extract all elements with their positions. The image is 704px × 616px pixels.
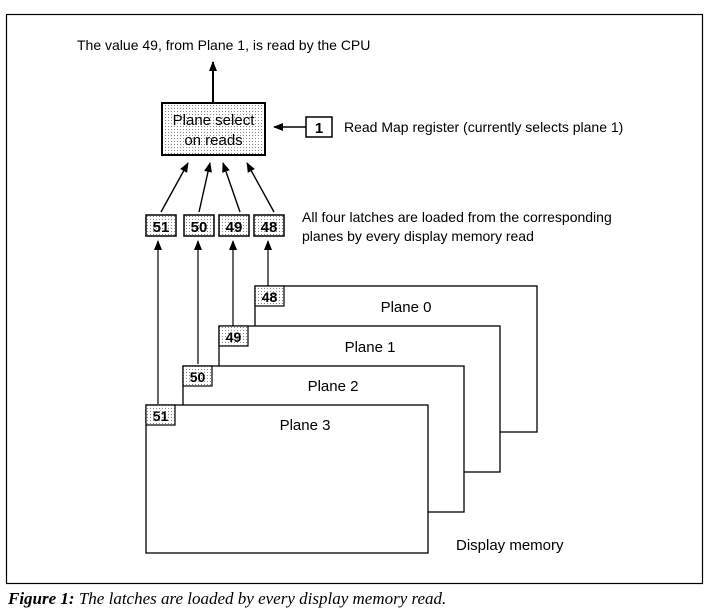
latch-48: 48 [253,214,285,237]
caption-label: Figure 1: [7,589,75,608]
latch-description-line1: All four latches are loaded from the cor… [302,209,612,225]
plane-select-line1: Plane select [173,112,256,129]
latch-48-value: 48 [261,219,278,236]
latch-49-to-select-arrow [222,162,241,213]
latch-description-line2: planes by every display memory read [302,228,534,244]
latch-49: 49 [218,214,250,237]
read-map-register-box: 1 [305,116,333,138]
plane-1-tag-value: 49 [226,329,242,345]
plane-3-tag-value: 51 [153,408,169,424]
plane-3: 51 Plane 3 [145,404,429,554]
latch-51-to-select-arrow [160,162,189,213]
plane-3-tag [145,404,176,426]
plane-1-tag [218,325,249,347]
latch-50: 50 [183,214,215,237]
plane-0-label: Plane 0 [381,299,432,316]
display-memory-label: Display memory [456,537,564,554]
latch-48-to-select-arrow [246,162,275,213]
latch-49-value: 49 [226,219,243,236]
caption-text: The latches are loaded by every display … [75,589,447,608]
plane-3-label: Plane 3 [280,417,331,434]
cpu-read-label: The value 49, from Plane 1, is read by t… [77,37,370,53]
plane-1-label: Plane 1 [345,339,396,356]
figure-frame [5,13,704,585]
plane-2-label: Plane 2 [308,378,359,395]
latch-51-value: 51 [153,219,170,236]
plane-select-line2: on reads [184,132,242,149]
read-map-register-label: Read Map register (currently selects pla… [344,119,623,135]
plane-2-tag-value: 50 [190,369,206,385]
read-map-register-value: 1 [315,120,323,137]
figure-caption: Figure 1: The latches are loaded by ever… [7,589,446,608]
plane-select-box: Plane select on reads [161,102,266,156]
latch-51: 51 [145,214,177,237]
latch-50-to-select-arrow [198,162,212,213]
plane-0-tag [254,285,285,307]
plane-2-tag [182,365,213,387]
plane-0-tag-value: 48 [262,289,278,305]
latch-50-value: 50 [191,219,208,236]
